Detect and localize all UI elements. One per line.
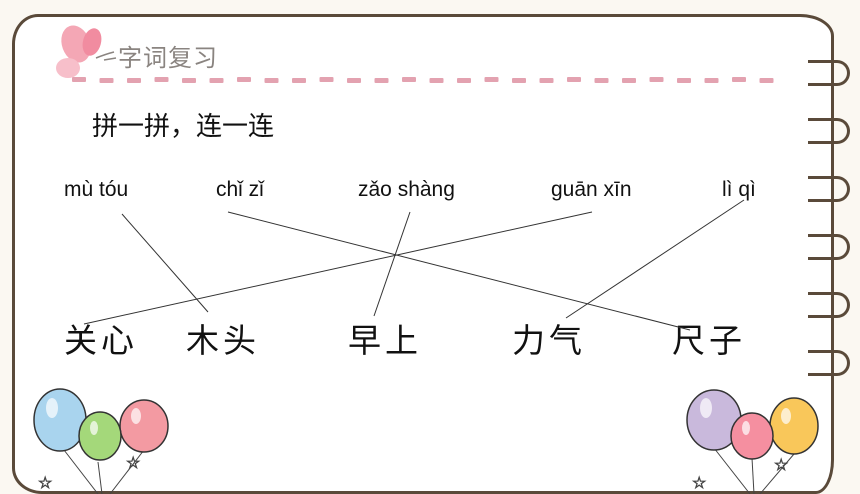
divider-dash [264, 78, 279, 83]
divider-dash [649, 77, 664, 82]
svg-text:☆: ☆ [38, 473, 52, 492]
divider-dash [567, 77, 581, 82]
svg-text:☆: ☆ [126, 453, 140, 472]
divider-dash [484, 77, 499, 82]
instruction-text: 拼一拼，连一连 [92, 112, 275, 142]
divider-dash [72, 77, 86, 82]
hanzi-word: 早上 [348, 321, 422, 360]
pinyin-label: zǎo shàng [358, 178, 455, 201]
balloons-left-icon: ☆ ☆ [33, 388, 169, 494]
divider-dash [209, 78, 224, 83]
divider-dash [704, 78, 719, 83]
pinyin-label: chǐ zǐ [216, 178, 264, 201]
binder-ring [808, 234, 850, 260]
divider-dash [539, 78, 554, 83]
divider-dash [99, 78, 114, 83]
hanzi-word: 力气 [512, 321, 586, 360]
divider-dash [127, 78, 141, 83]
hanzi-word: 尺子 [672, 321, 746, 360]
divider-dash [292, 78, 306, 83]
hanzi-word: 关心 [64, 321, 138, 360]
divider-dash [429, 78, 444, 83]
binder-ring [808, 292, 850, 318]
divider-dash [677, 78, 691, 83]
divider-dash [622, 78, 636, 83]
pinyin-label: lì qì [722, 178, 756, 201]
divider-dash [457, 78, 471, 83]
divider-dash [154, 77, 169, 82]
divider-dash [237, 77, 251, 82]
divider-dash [759, 78, 774, 83]
binder-ring [808, 176, 850, 202]
divider-dash [732, 77, 746, 82]
divider-dash [374, 78, 389, 83]
pinyin-label: guān xīn [551, 178, 632, 201]
svg-text:☆: ☆ [692, 473, 706, 492]
pinyin-label: mù tóu [64, 178, 129, 201]
binder-ring [808, 350, 850, 376]
divider-dash [319, 77, 334, 82]
divider-dash [347, 78, 361, 83]
section-title: 字词复习 [118, 44, 218, 72]
dashed-divider [72, 77, 774, 83]
hanzi-word: 木头 [186, 321, 260, 360]
divider-dash [594, 78, 609, 83]
binder-rings [808, 60, 860, 440]
divider-dash [402, 77, 416, 82]
divider-dash [182, 78, 196, 83]
svg-text:☆: ☆ [774, 455, 788, 474]
balloons-right-icon: ☆ ☆ [686, 389, 819, 494]
divider-dash [512, 78, 526, 83]
binder-ring [808, 118, 850, 144]
binder-ring [808, 60, 850, 86]
butterfly-icon [56, 25, 117, 78]
